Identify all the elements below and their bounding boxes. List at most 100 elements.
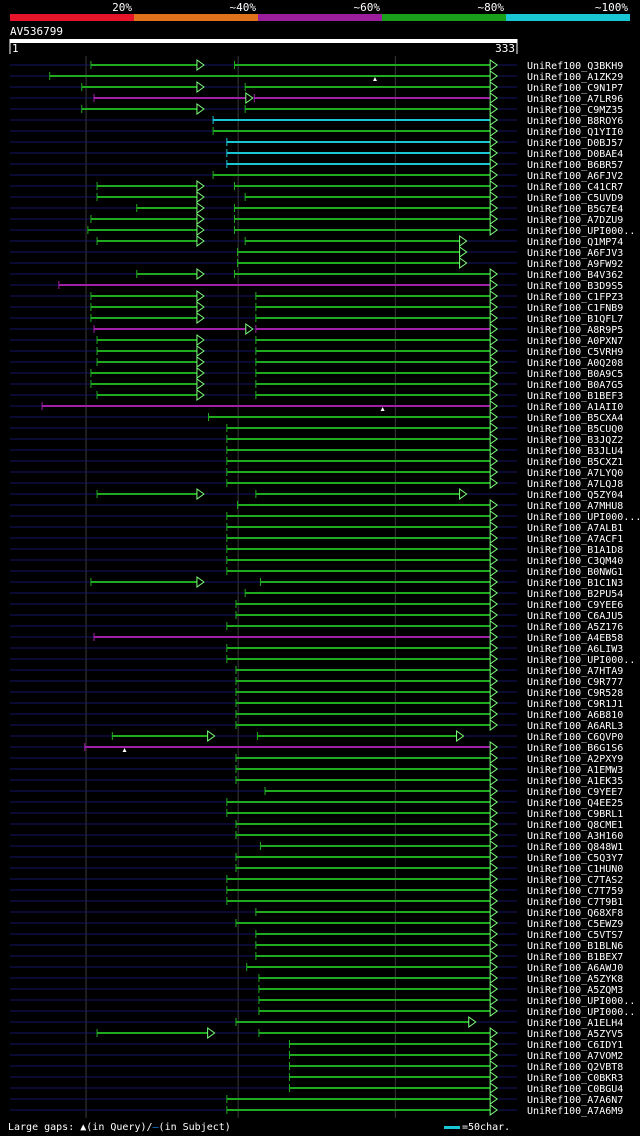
- hit-row[interactable]: UniRef100_Q8CME1: [10, 818, 623, 831]
- hit-row[interactable]: UniRef100_A5Z176: [10, 620, 623, 633]
- hit-row[interactable]: UniRef100_B0A9C5: [10, 367, 623, 380]
- hit-label[interactable]: UniRef100_A2PXY9: [527, 754, 623, 765]
- hit-row[interactable]: UniRef100_B1BEX7: [10, 950, 623, 963]
- hit-label[interactable]: UniRef100_C5VTS7: [527, 930, 623, 941]
- hit-label[interactable]: UniRef100_A7A6M9: [527, 1106, 623, 1117]
- hit-label[interactable]: UniRef100_C5VRH9: [527, 347, 623, 358]
- hit-label[interactable]: UniRef100_Q4EE25: [527, 798, 623, 809]
- hit-label[interactable]: UniRef100_A1AII0: [527, 402, 623, 413]
- hit-row[interactable]: UniRef100_B1A1D8: [10, 543, 623, 556]
- hit-row[interactable]: UniRef100_C5UVD9: [10, 191, 623, 204]
- hit-label[interactable]: UniRef100_A6FJV3: [527, 248, 623, 259]
- hit-row[interactable]: UniRef100_C6AJU5: [10, 609, 623, 622]
- hit-row[interactable]: UniRef100_A9FW92: [10, 257, 623, 270]
- hit-row[interactable]: UniRef100_A7LR96: [10, 92, 623, 105]
- hit-row[interactable]: UniRef100_A5ZYV5: [10, 1027, 623, 1040]
- hit-row[interactable]: UniRef100_Q848W1: [10, 840, 623, 853]
- hit-label[interactable]: UniRef100_A7DZU9: [527, 215, 623, 226]
- hit-row[interactable]: UniRef100_A6AWJ0: [10, 961, 623, 974]
- hit-label[interactable]: UniRef100_Q5ZY04: [527, 490, 623, 501]
- hit-label[interactable]: UniRef100_A6ARL3: [527, 721, 623, 732]
- hit-label[interactable]: UniRef100_A1ELH4: [527, 1018, 623, 1029]
- hit-label[interactable]: UniRef100_UPI000..: [527, 655, 635, 666]
- hit-label[interactable]: UniRef100_C6QVP0: [527, 732, 623, 743]
- hit-row[interactable]: UniRef100_C0BKR3: [10, 1071, 623, 1084]
- hit-row[interactable]: UniRef100_C3QM40: [10, 554, 623, 567]
- hit-label[interactable]: UniRef100_UPI000..: [527, 1007, 635, 1018]
- hit-label[interactable]: UniRef100_B1BEX7: [527, 952, 623, 963]
- hit-row[interactable]: UniRef100_C0BGU4: [10, 1082, 623, 1095]
- hit-row[interactable]: UniRef100_C9N1P7: [10, 81, 623, 94]
- hit-row[interactable]: UniRef100_A6LIW3: [10, 642, 623, 655]
- hit-row[interactable]: UniRef100_A8R9P5: [10, 323, 623, 336]
- hit-label[interactable]: UniRef100_C3QM40: [527, 556, 623, 567]
- hit-row[interactable]: UniRef100_Q68XF8: [10, 906, 623, 919]
- hit-label[interactable]: UniRef100_B6BR57: [527, 160, 623, 171]
- hit-row[interactable]: UniRef100_Q3BKH9: [10, 59, 623, 72]
- hit-row[interactable]: UniRef100_B0NWG1: [10, 565, 623, 578]
- hit-label[interactable]: UniRef100_A3H160: [527, 831, 623, 842]
- hit-row[interactable]: UniRef100_B1BLN6: [10, 939, 623, 952]
- hit-label[interactable]: UniRef100_B1BEF3: [527, 391, 623, 402]
- hit-row[interactable]: UniRef100_Q2VBT8: [10, 1060, 623, 1073]
- hit-row[interactable]: UniRef100_C9BRL1: [10, 807, 623, 820]
- hit-row[interactable]: UniRef100_B0A7G5: [10, 378, 623, 391]
- hit-label[interactable]: UniRef100_A6LIW3: [527, 644, 623, 655]
- hit-row[interactable]: UniRef100_Q4EE25: [10, 796, 623, 809]
- hit-row[interactable]: UniRef100_A7VOM2: [10, 1049, 623, 1062]
- hit-row[interactable]: UniRef100_B6BR57: [10, 158, 623, 171]
- hit-label[interactable]: UniRef100_A7HTA9: [527, 666, 623, 677]
- hit-row[interactable]: UniRef100_B5CUQ0: [10, 422, 623, 435]
- hit-label[interactable]: UniRef100_C5UVD9: [527, 193, 623, 204]
- hit-label[interactable]: UniRef100_A6FJV2: [527, 171, 623, 182]
- hit-row[interactable]: UniRef100_UPI000...: [10, 510, 640, 523]
- hit-row[interactable]: UniRef100_D0BJ57: [10, 136, 623, 149]
- hit-label[interactable]: UniRef100_B0A9C5: [527, 369, 623, 380]
- hit-label[interactable]: UniRef100_A5ZYV5: [527, 1029, 623, 1040]
- hit-label[interactable]: UniRef100_A1EMW3: [527, 765, 623, 776]
- hit-label[interactable]: UniRef100_Q2VBT8: [527, 1062, 623, 1073]
- hit-label[interactable]: UniRef100_A1ZK29: [527, 72, 623, 83]
- hit-label[interactable]: UniRef100_C9YEE7: [527, 787, 623, 798]
- hit-row[interactable]: UniRef100_C9YEE7: [10, 785, 623, 798]
- hit-row[interactable]: UniRef100_C9R528: [10, 686, 623, 699]
- hit-label[interactable]: UniRef100_A0Q208: [527, 358, 623, 369]
- hit-row[interactable]: UniRef100_A6B810: [10, 708, 623, 721]
- hit-label[interactable]: UniRef100_A6B810: [527, 710, 623, 721]
- hit-row[interactable]: UniRef100_A7A6M9: [10, 1104, 623, 1117]
- hit-row[interactable]: UniRef100_C41CR7: [10, 180, 623, 193]
- hit-label[interactable]: UniRef100_B2PU54: [527, 589, 623, 600]
- hit-row[interactable]: UniRef100_UPI000..: [10, 1005, 635, 1018]
- hit-label[interactable]: UniRef100_A0PXN7: [527, 336, 623, 347]
- hit-row[interactable]: UniRef100_A3H160: [10, 829, 623, 842]
- hit-row[interactable]: UniRef100_A4EB58: [10, 631, 623, 644]
- hit-label[interactable]: UniRef100_A7A6N7: [527, 1095, 623, 1106]
- hit-label[interactable]: UniRef100_C0BKR3: [527, 1073, 623, 1084]
- hit-row[interactable]: UniRef100_C1FNB9: [10, 301, 623, 314]
- hit-row[interactable]: UniRef100_C7TAS2: [10, 873, 623, 886]
- hit-label[interactable]: UniRef100_A7LQJ8: [527, 479, 623, 490]
- hit-label[interactable]: UniRef100_UPI000..: [527, 226, 635, 237]
- hit-label[interactable]: UniRef100_A7LYQ0: [527, 468, 623, 479]
- hit-label[interactable]: UniRef100_C41CR7: [527, 182, 623, 193]
- hit-row[interactable]: UniRef100_Q5ZY04: [10, 488, 623, 501]
- hit-row[interactable]: UniRef100_B6G1S6: [10, 741, 623, 754]
- hit-label[interactable]: UniRef100_C1FNB9: [527, 303, 623, 314]
- hit-label[interactable]: UniRef100_Q1YII0: [527, 127, 623, 138]
- hit-label[interactable]: UniRef100_A5ZQM3: [527, 985, 623, 996]
- hit-row[interactable]: UniRef100_C6IDY1: [10, 1038, 623, 1051]
- hit-row[interactable]: UniRef100_B8ROY6: [10, 114, 623, 127]
- hit-row[interactable]: UniRef100_A1EK35: [10, 774, 623, 787]
- hit-label[interactable]: UniRef100_C7TAS2: [527, 875, 623, 886]
- hit-row[interactable]: UniRef100_B5CXA4: [10, 411, 623, 424]
- hit-row[interactable]: UniRef100_Q1YII0: [10, 125, 623, 138]
- hit-row[interactable]: UniRef100_C9MZ35: [10, 103, 623, 116]
- hit-row[interactable]: UniRef100_C9R1J1: [10, 697, 623, 710]
- hit-row[interactable]: UniRef100_A5ZQM3: [10, 983, 623, 996]
- hit-label[interactable]: UniRef100_A1EK35: [527, 776, 623, 787]
- hit-row[interactable]: UniRef100_C5VRH9: [10, 345, 623, 358]
- hit-row[interactable]: UniRef100_A7ALB1: [10, 521, 623, 534]
- hit-label[interactable]: UniRef100_B5CXZ1: [527, 457, 623, 468]
- hit-label[interactable]: UniRef100_B0A7G5: [527, 380, 623, 391]
- hit-row[interactable]: UniRef100_B3JQZ2: [10, 433, 623, 446]
